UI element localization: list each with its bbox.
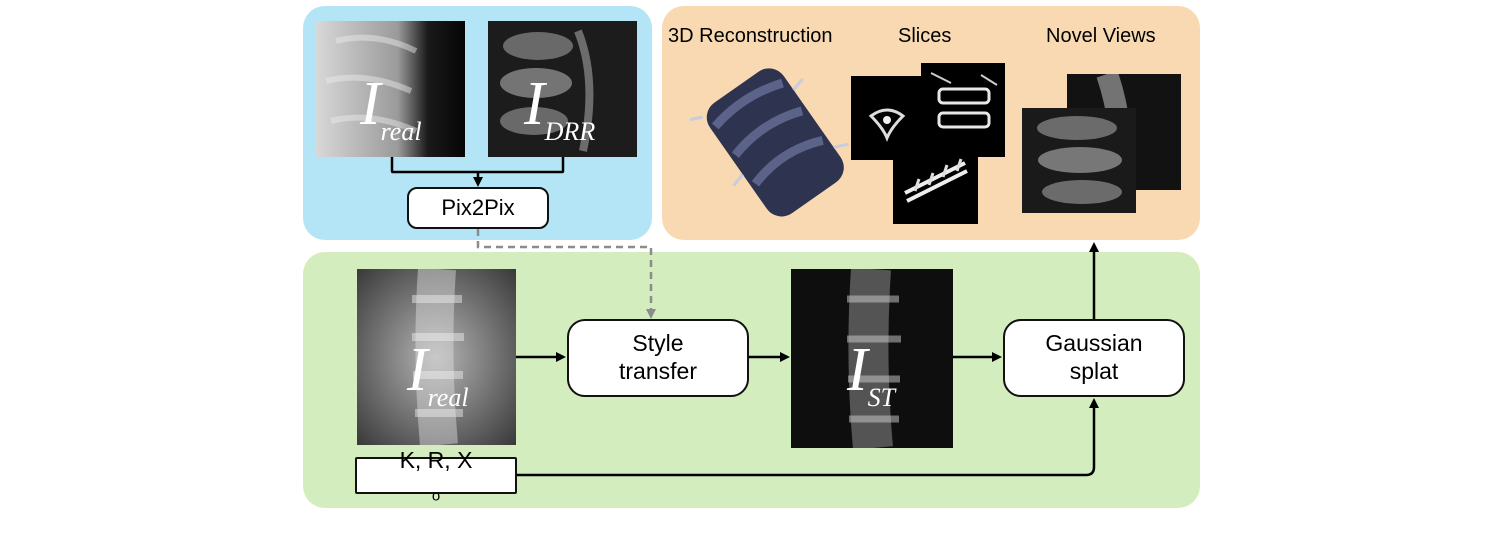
real-xray-image: Ireal (316, 21, 465, 157)
gaussian-splat-box: Gaussian splat (1003, 319, 1185, 397)
novel-view-front (1022, 108, 1136, 213)
slices-caption: Slices (898, 25, 952, 47)
real-xray-texture (316, 21, 465, 157)
pix2pix-to-style-transfer-dashed (476, 229, 656, 319)
input-real-xray: Ireal (357, 269, 516, 445)
3d-reconstruction-render (690, 68, 849, 217)
real-image-label: Ireal (360, 70, 422, 146)
input-image-label: Ireal (407, 336, 469, 412)
style-transfer-box: Style transfer (567, 319, 749, 397)
drr-texture (488, 21, 637, 157)
reconstruction-caption: 3D Reconstruction (668, 25, 833, 47)
style-transferred-xray: IST (791, 269, 953, 448)
params-to-gaussian-arrow (517, 398, 1099, 477)
styled-image-label: IST (847, 336, 896, 412)
pix2pix-box: Pix2Pix (407, 187, 549, 229)
slice-sagittal (921, 63, 1005, 157)
slice-coronal (893, 145, 978, 224)
training-merge-bracket (390, 157, 565, 174)
novel-views-caption: Novel Views (1046, 25, 1156, 47)
drr-image-label: IDRR (524, 70, 596, 146)
drr-image: IDRR (488, 21, 637, 157)
